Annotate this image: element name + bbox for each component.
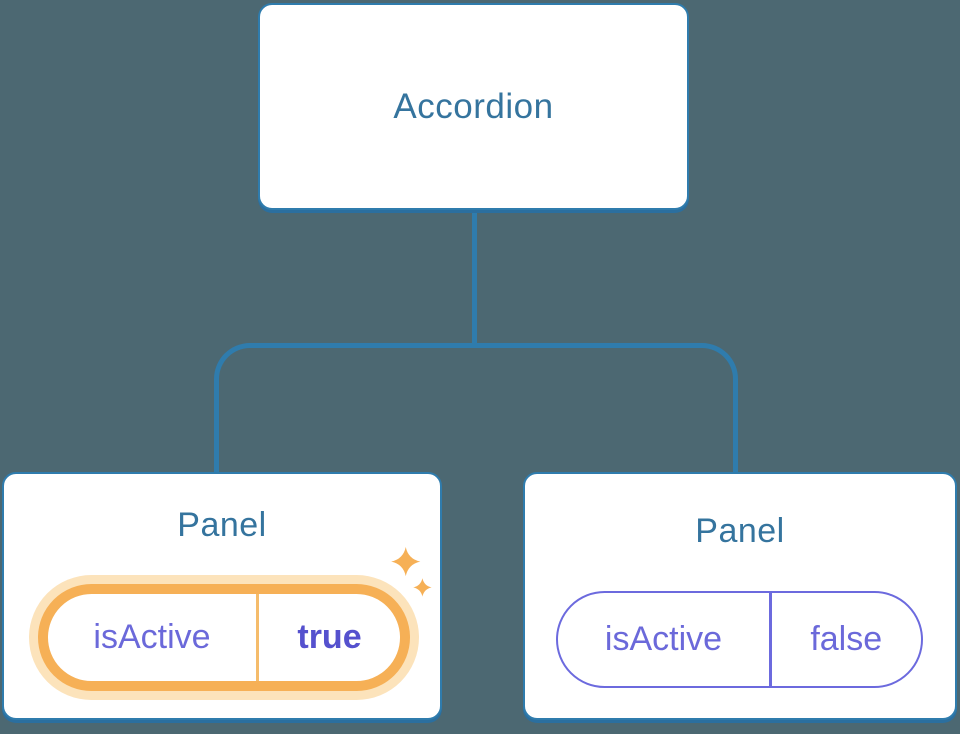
prop-pill-active: isActive true [38, 584, 410, 691]
prop-divider [256, 594, 259, 681]
panel-active-label: Panel [177, 506, 267, 544]
prop-pill-inactive: isActive false [556, 591, 923, 688]
prop-value: false [810, 620, 883, 658]
connector-root-stem [472, 209, 477, 346]
prop-name: isActive [604, 620, 723, 658]
sparkles-icon [391, 547, 432, 597]
component-box-accordion: Accordion [258, 3, 689, 210]
prop-name: isActive [93, 618, 211, 656]
accordion-label: Accordion [393, 86, 554, 126]
connector-branch [214, 343, 738, 472]
panel-inactive-label: Panel [695, 512, 785, 550]
prop-value: true [297, 618, 362, 656]
prop-divider [769, 593, 772, 686]
